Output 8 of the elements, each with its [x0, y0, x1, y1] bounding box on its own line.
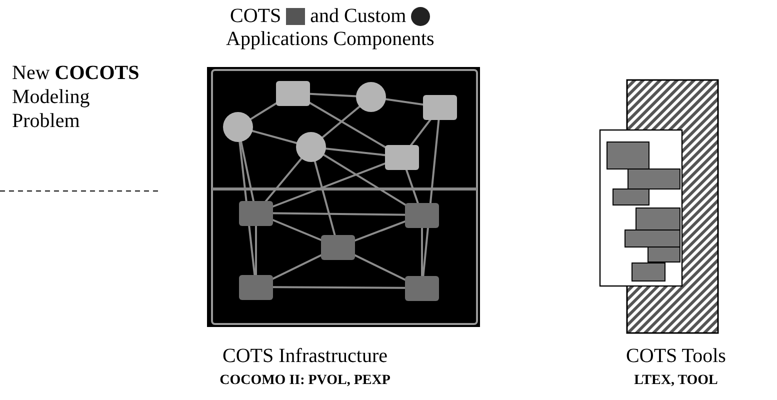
problem-text: New COCOTS Modeling Problem [12, 61, 140, 133]
caption-text: COTS Tools [626, 345, 726, 368]
caption-text: COCOMO II: PVOL, PEXP [220, 372, 390, 389]
caption-text: COTS Infrastructure [222, 345, 388, 368]
caption-text: LTEX, TOOL [634, 372, 718, 389]
heading-text: COTS [230, 5, 282, 28]
heading-text: and Custom [310, 5, 406, 28]
heading-text: Applications Components [226, 28, 434, 51]
